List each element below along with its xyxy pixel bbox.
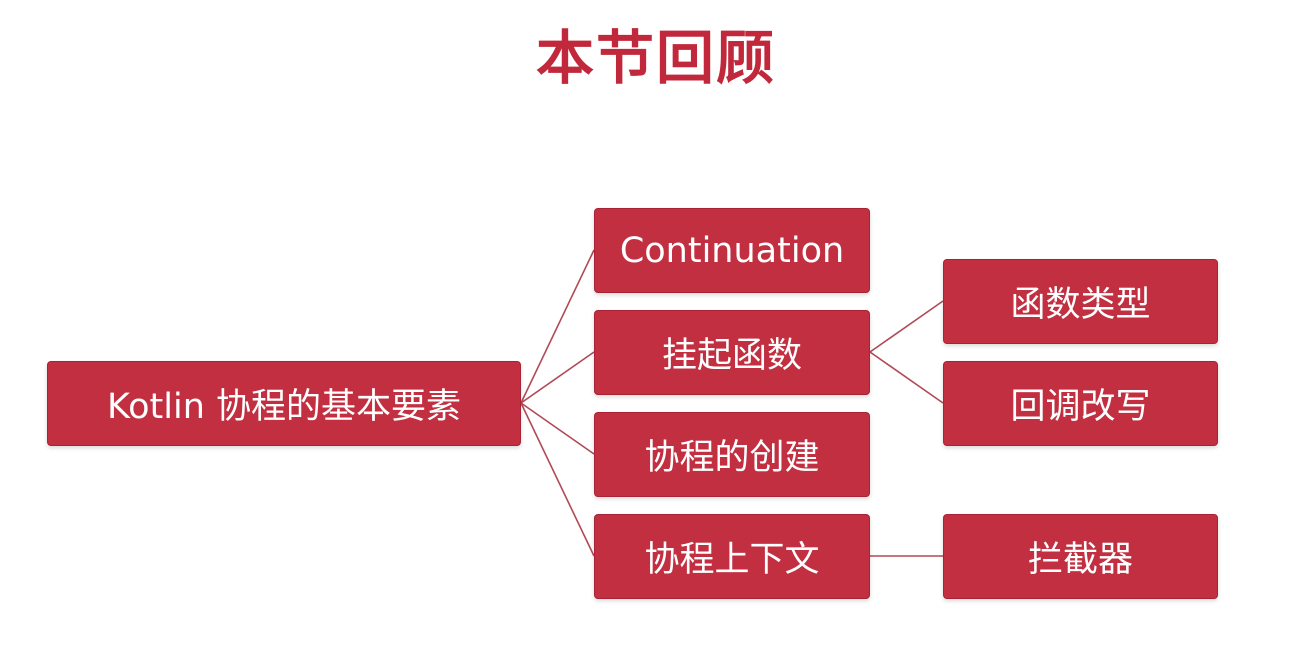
node-function-type-label: 函数类型 bbox=[1010, 285, 1151, 325]
node-coroutine-context-label: 协程上下文 bbox=[644, 540, 820, 580]
node-coroutine-creation: 协程的创建 bbox=[594, 412, 870, 497]
root-node: Kotlin 协程的基本要素 bbox=[47, 361, 521, 446]
connector-root-continuation bbox=[520, 249, 595, 404]
connector-root-context bbox=[520, 402, 595, 557]
node-continuation: Continuation bbox=[594, 208, 870, 293]
node-suspend-function-label: 挂起函数 bbox=[661, 336, 802, 376]
node-continuation-label: Continuation bbox=[619, 230, 845, 271]
node-function-type: 函数类型 bbox=[943, 259, 1218, 344]
connector-suspend-function-type bbox=[869, 300, 944, 353]
connector-root-suspend bbox=[520, 351, 595, 404]
root-node-label: Kotlin 协程的基本要素 bbox=[106, 387, 462, 427]
connector-root-creation bbox=[520, 402, 595, 455]
node-callback-rewrite: 回调改写 bbox=[943, 361, 1218, 446]
node-callback-rewrite-label: 回调改写 bbox=[1010, 387, 1151, 427]
node-interceptor-label: 拦截器 bbox=[1027, 540, 1133, 580]
node-suspend-function: 挂起函数 bbox=[594, 310, 870, 395]
slide-title: 本节回顾 bbox=[535, 24, 776, 92]
node-coroutine-creation-label: 协程的创建 bbox=[644, 438, 820, 478]
connector-suspend-callback bbox=[869, 351, 944, 404]
node-interceptor: 拦截器 bbox=[943, 514, 1218, 599]
node-coroutine-context: 协程上下文 bbox=[594, 514, 870, 599]
